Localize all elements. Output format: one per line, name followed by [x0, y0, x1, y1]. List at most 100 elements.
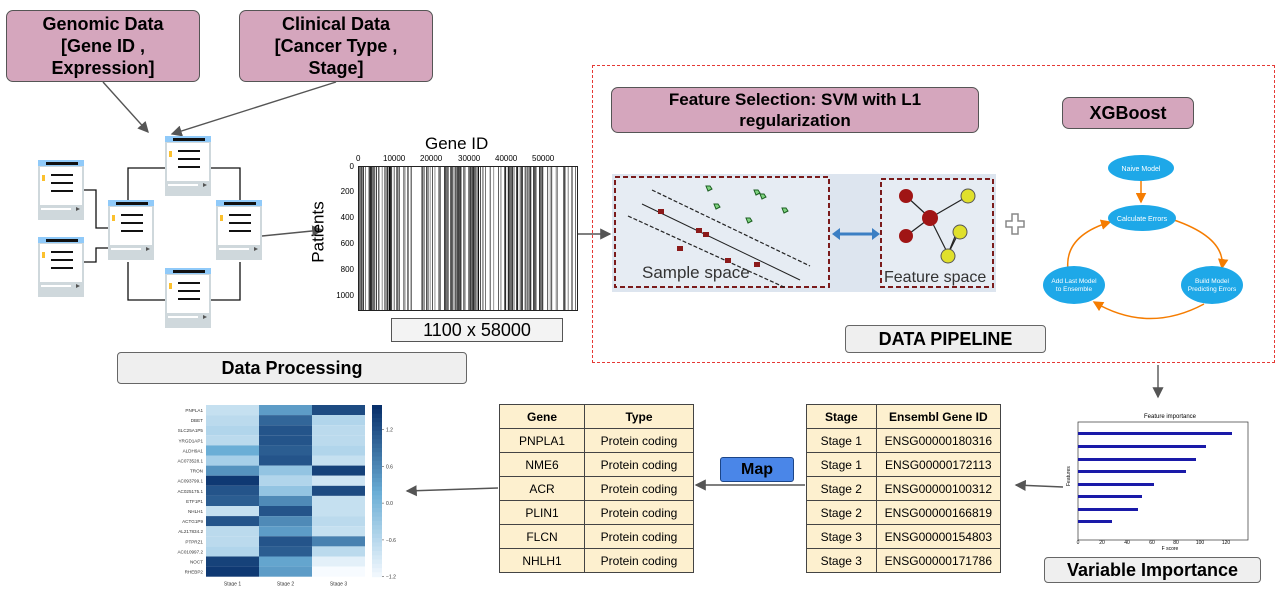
matrix-column	[498, 167, 499, 310]
matrix-column	[504, 167, 506, 310]
heatmap-row-label: YRGD1AP1	[178, 438, 203, 443]
table-header: Ensembl Gene ID	[875, 404, 1002, 429]
matrix-column	[489, 167, 491, 310]
database-icon	[108, 200, 154, 260]
table-cell: Stage 3	[806, 548, 877, 573]
heatmap-cell	[206, 516, 259, 527]
matrix-column	[471, 167, 473, 310]
colorbar-segment	[372, 508, 382, 513]
table-cell: Protein coding	[584, 548, 694, 573]
matrix-column	[451, 167, 453, 310]
database-icon	[216, 200, 262, 260]
table-cell: ENSG00000171786	[875, 548, 1002, 573]
matrix-column	[378, 167, 380, 310]
matrix-column	[542, 167, 544, 310]
table-cell: NME6	[499, 452, 585, 477]
database-icon	[165, 136, 211, 196]
matrix-column	[407, 167, 408, 310]
matrix-column	[389, 167, 391, 310]
x-tick: 10000	[383, 154, 406, 163]
heatmap-row-label: AC010997.2	[177, 549, 203, 554]
matrix-title: Gene ID	[425, 134, 489, 153]
heatmap-row-label: AC093799.1	[177, 479, 203, 484]
matrix-column	[439, 167, 441, 310]
feature-space-plot: Feature space	[880, 178, 994, 288]
expression-matrix	[358, 166, 578, 311]
matrix-column	[500, 167, 502, 310]
table-header: Type	[584, 404, 694, 429]
matrix-column	[455, 167, 456, 310]
matrix-column	[534, 167, 536, 310]
heatmap-row-label: ALDH9A1	[183, 448, 204, 453]
heatmap-cell	[206, 546, 259, 557]
matrix-column	[555, 167, 557, 310]
matrix-column	[372, 167, 373, 310]
y-tick: 200	[340, 187, 354, 196]
heatmap-cell	[312, 495, 365, 506]
matrix-ylabel: Patients	[308, 201, 328, 263]
matrix-column	[564, 167, 566, 310]
matrix-column	[387, 167, 389, 310]
heatmap-row-label: AC025175.1	[177, 489, 203, 494]
heatmap-cell	[312, 485, 365, 496]
heatmap-row-label: RHEBP2	[185, 570, 204, 575]
table-cell: PNPLA1	[499, 428, 585, 453]
calculate-errors-label: Calculate Errors	[1117, 216, 1168, 223]
x-tick: 50000	[532, 154, 555, 163]
matrix-column	[422, 167, 424, 310]
matrix-column	[493, 167, 495, 310]
matrix-column	[452, 167, 454, 310]
colorbar-segment	[372, 512, 382, 518]
matrix-column	[567, 167, 569, 310]
matrix-column	[516, 167, 518, 310]
matrix-column	[540, 167, 541, 310]
heatmap-cell	[259, 526, 312, 537]
colorbar-segment	[372, 542, 382, 548]
y-tick: 1000	[336, 291, 354, 300]
stage-heatmap: PNPLA1DBETSLC25A1P5YRGD1AP1ALDH9A1AC0735…	[177, 405, 396, 586]
matrix-column	[408, 167, 409, 310]
heatmap-cell	[206, 435, 259, 446]
genomic-line1: Genomic Data	[42, 14, 164, 34]
matrix-column	[410, 167, 412, 310]
matrix-column	[393, 167, 395, 310]
heatmap-cell	[312, 546, 365, 557]
matrix-column	[505, 167, 507, 310]
heatmap-row-label: ETF1P1	[186, 499, 203, 504]
table-cell: ENSG00000166819	[875, 500, 1002, 525]
colorbar-tick-label: 0.0	[386, 501, 393, 507]
colorbar-segment	[372, 503, 382, 509]
heatmap-cell	[259, 536, 312, 547]
table-cell: Protein coding	[584, 524, 694, 549]
y-tick: 600	[340, 239, 354, 248]
vi-bar	[1078, 470, 1186, 473]
build-model-label-1: Build Model	[1195, 278, 1230, 285]
genomic-data-box: Genomic Data [Gene ID , Expression]	[6, 10, 200, 82]
naive-model-label: Naive Model	[1122, 166, 1161, 173]
y-tick: 800	[340, 265, 354, 274]
colorbar-segment	[372, 426, 382, 432]
heatmap-row-label: DBET	[191, 418, 203, 423]
colorbar-segment	[372, 473, 382, 479]
table-cell: ENSG00000180316	[875, 428, 1002, 453]
heatmap-cell	[206, 495, 259, 506]
matrix-column	[446, 167, 448, 310]
table-cell: Protein coding	[584, 476, 694, 501]
heatmap-cell	[206, 445, 259, 456]
colorbar-segment	[372, 516, 382, 522]
heatmap-cell	[206, 485, 259, 496]
matrix-column	[360, 167, 362, 310]
matrix-column	[507, 167, 509, 310]
heatmap-cell	[259, 516, 312, 527]
matrix-column	[381, 167, 383, 310]
matrix-column	[373, 167, 375, 310]
database-icon	[165, 268, 211, 328]
variable-importance-chart: Feature importance Features F score 0 20…	[1066, 414, 1249, 552]
vi-xtick: 20	[1099, 540, 1105, 546]
matrix-column	[512, 167, 514, 310]
